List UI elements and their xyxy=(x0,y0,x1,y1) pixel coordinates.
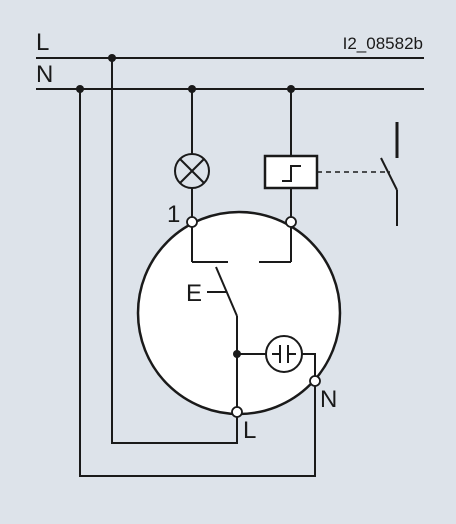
switch-blade xyxy=(215,266,238,317)
junction-neutral-mid xyxy=(188,85,196,93)
junction-module xyxy=(233,350,241,358)
neutral-feed-wire xyxy=(79,89,316,477)
lamp-icon xyxy=(174,153,210,189)
terminal-n xyxy=(309,375,321,387)
drawing-code: I2_08582b xyxy=(343,34,423,53)
junction-line-bus xyxy=(108,54,116,62)
receiver-icon xyxy=(263,154,319,190)
junction-neutral-right xyxy=(287,85,295,93)
terminal-receiver xyxy=(285,216,297,228)
line-bus-label: L xyxy=(36,29,49,56)
neutral-bus-label: N xyxy=(36,61,53,88)
terminal-1 xyxy=(186,216,198,228)
terminal-e-label: E xyxy=(186,280,202,307)
terminal-1-label: 1 xyxy=(167,201,180,228)
terminal-n-label: N xyxy=(320,386,337,413)
module-icon xyxy=(265,335,303,373)
module-wire-right xyxy=(302,353,316,381)
line-feed-wire xyxy=(111,58,238,444)
junction-neutral-lamp xyxy=(76,85,84,93)
terminal-l-label: L xyxy=(243,417,256,444)
terminal-l xyxy=(231,406,243,418)
device-body xyxy=(136,210,342,416)
push-button-icon xyxy=(380,122,399,226)
